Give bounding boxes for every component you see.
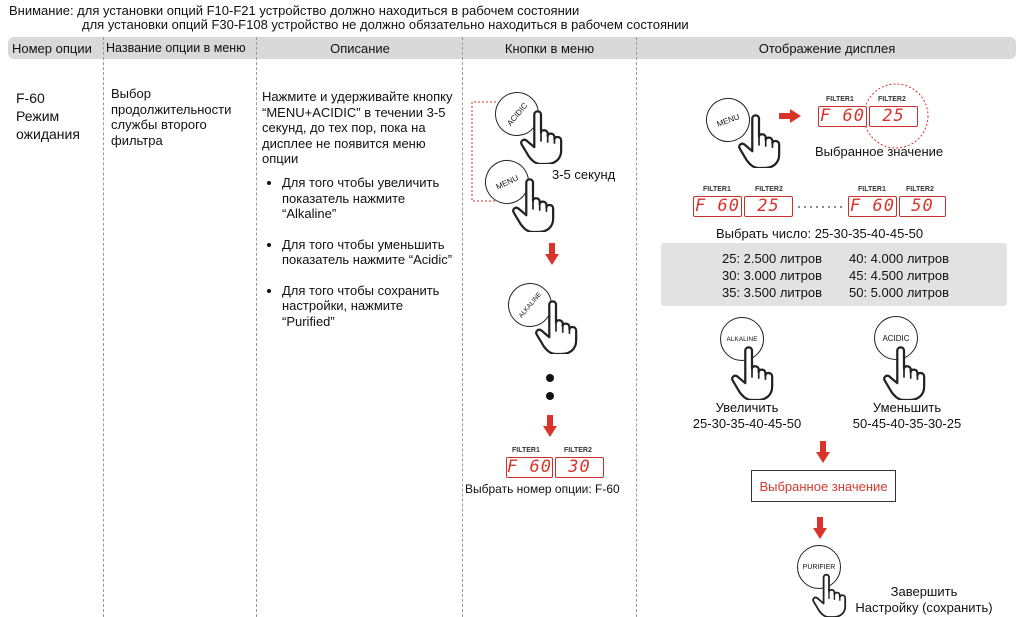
decrease-label: Уменьшить 50-45-40-35-30-25 — [852, 400, 962, 431]
hand-press-icon — [518, 108, 564, 164]
arrow-right-icon — [779, 109, 801, 123]
header-menu-buttons: Кнопки в меню — [504, 41, 595, 56]
bullet-decrease: Для того чтобы уменьшить показатель нажм… — [282, 237, 458, 268]
header-option-number: Номер опции — [12, 41, 92, 56]
instruction-list: Для того чтобы увеличить показатель нажм… — [262, 175, 458, 344]
option-description: Нажмите и удерживайте кнопку “MENU+ACIDI… — [262, 89, 453, 166]
table-header — [8, 37, 1016, 59]
selected-value-label: Выбранное значение — [815, 144, 944, 159]
purifier-button[interactable]: PURIFIER — [797, 545, 841, 589]
hand-press-icon — [533, 298, 579, 354]
volume-list-left: 25: 2.500 литров 30: 3.000 литров 35: 3.… — [722, 251, 822, 300]
column-divider — [636, 37, 637, 617]
volume-table — [661, 243, 1007, 306]
volume-list-right: 40: 4.000 литров 45: 4.500 литров 50: 5.… — [849, 251, 949, 300]
select-option-label: Выбрать номер опции: F-60 — [465, 482, 620, 496]
arrow-down-icon — [816, 441, 830, 463]
hand-press-icon — [736, 112, 782, 168]
finish-label: Завершить Настройку (сохранить) — [855, 584, 993, 615]
column-divider — [103, 37, 104, 617]
alkaline-button[interactable]: ALKALINE — [720, 317, 764, 361]
arrow-down-icon — [543, 415, 557, 437]
dotted-connector — [798, 206, 844, 208]
increase-label: Увеличить 25-30-35-40-45-50 — [692, 400, 802, 431]
option-name: Выбор продолжительности службы второго ф… — [111, 86, 232, 148]
hand-press-icon — [510, 176, 556, 232]
notice-line-2: для установки опций F30-F108 устройство … — [82, 17, 689, 32]
bullet-increase: Для того чтобы увеличить показатель нажм… — [282, 175, 458, 222]
combo-bracket — [471, 101, 496, 202]
selected-value-box: Выбранное значение — [751, 470, 896, 502]
column-divider — [462, 37, 463, 617]
option-number: F-60 Режим ожидания — [16, 90, 80, 142]
notice-line-1: Внимание: для установки опций F10-F21 ус… — [9, 3, 580, 18]
arrow-down-icon — [813, 517, 827, 539]
arrow-down-icon — [545, 243, 559, 265]
bullet-save: Для того чтобы сохранить настройки, нажм… — [282, 283, 458, 330]
ellipsis-dots — [546, 374, 554, 400]
acidic-button[interactable]: ACIDIC — [874, 316, 918, 360]
choose-number-label: Выбрать число: 25-30-35-40-45-50 — [716, 226, 924, 241]
column-divider — [256, 37, 257, 617]
hand-press-icon — [729, 344, 775, 400]
header-option-name: Название опции в меню — [106, 41, 246, 55]
hand-press-icon — [881, 344, 927, 400]
header-display: Отображение дисплея — [758, 41, 896, 56]
header-description: Описание — [330, 41, 390, 56]
hold-time-label: 3-5 секунд — [552, 167, 616, 182]
